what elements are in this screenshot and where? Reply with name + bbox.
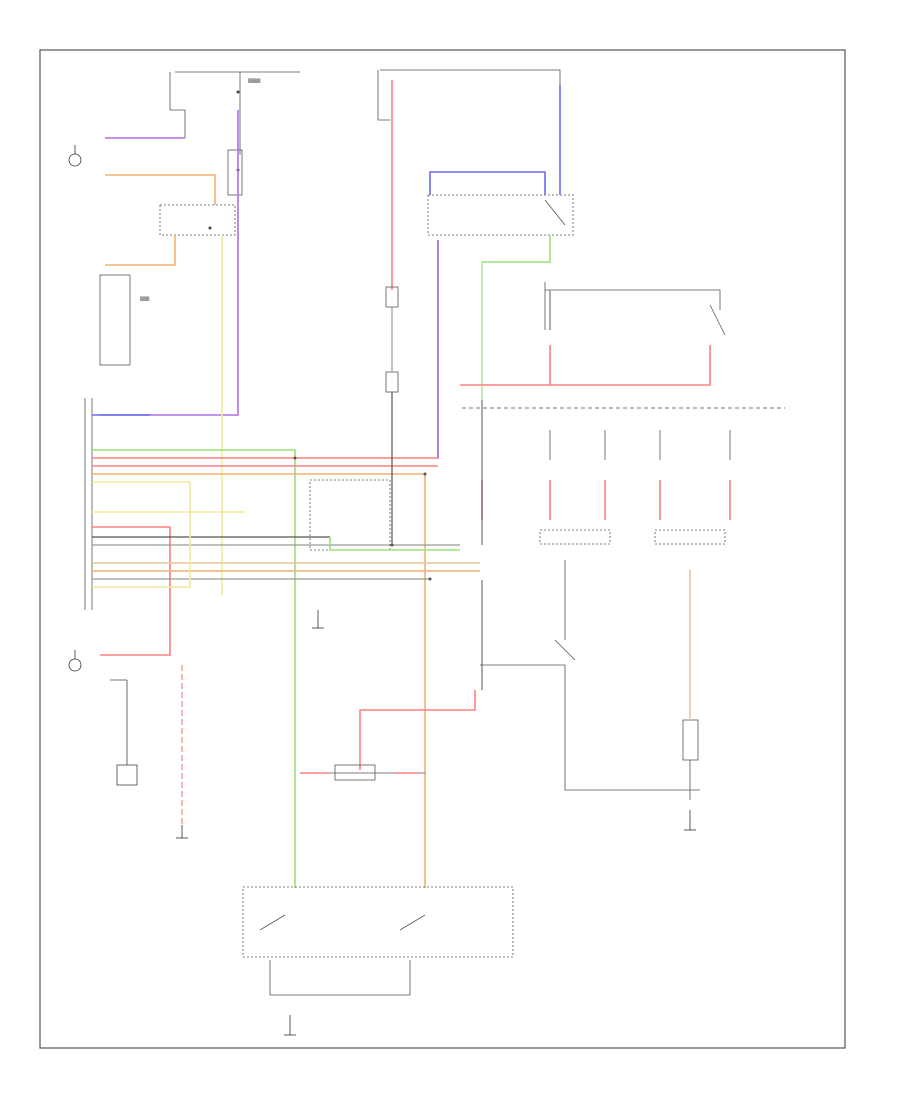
bus-connector-dots bbox=[293, 456, 432, 581]
ground-icon-right bbox=[684, 810, 696, 831]
left-connector-block bbox=[84, 398, 93, 610]
ground-icon-bottom bbox=[284, 1015, 296, 1036]
wire-green-right bbox=[482, 235, 551, 263]
connector-dots-top-left bbox=[208, 90, 240, 230]
warning-sensor-icon bbox=[176, 825, 188, 839]
transmission-switch bbox=[242, 886, 514, 996]
wire-red-dimmer-2 bbox=[550, 345, 711, 386]
wire-red-bus-1 bbox=[92, 240, 439, 459]
diagram-frame bbox=[39, 49, 846, 1049]
right-headlight bbox=[654, 529, 726, 545]
fuse-top-center bbox=[377, 69, 561, 393]
wire-red-vertical-left bbox=[100, 110, 239, 416]
fuse-box-top-left bbox=[99, 71, 300, 366]
headlight-control-module bbox=[480, 560, 700, 800]
left-headlight bbox=[539, 529, 611, 545]
speed-sensor-left bbox=[110, 679, 138, 786]
switch-label-left: ▒▒▒ bbox=[140, 296, 150, 301]
wire-orange-left bbox=[105, 174, 216, 205]
wire-yellow-bus-3 bbox=[92, 482, 191, 588]
wire-orange-bus bbox=[92, 473, 426, 888]
wire-green-center bbox=[329, 537, 460, 551]
wire-red-dimmer bbox=[460, 345, 551, 386]
control-unit-center bbox=[309, 479, 391, 551]
wire-orange-left-2 bbox=[105, 235, 176, 266]
wire-blue-switch bbox=[429, 171, 546, 195]
headlight-switch bbox=[427, 194, 574, 236]
fuse-label-top-left: ▒▒▒▒ bbox=[248, 78, 261, 83]
fuse-row bbox=[481, 420, 731, 460]
fuse-wires-red bbox=[481, 480, 731, 520]
ground-icon-2 bbox=[68, 650, 82, 672]
dimmer-switch bbox=[544, 282, 726, 336]
ground-icon bbox=[68, 145, 82, 167]
wire-red-bus-3 bbox=[92, 526, 171, 656]
wire-red-relay-loop bbox=[359, 690, 476, 770]
ground-icon-center bbox=[312, 610, 324, 629]
wire-green-bus bbox=[92, 449, 296, 888]
